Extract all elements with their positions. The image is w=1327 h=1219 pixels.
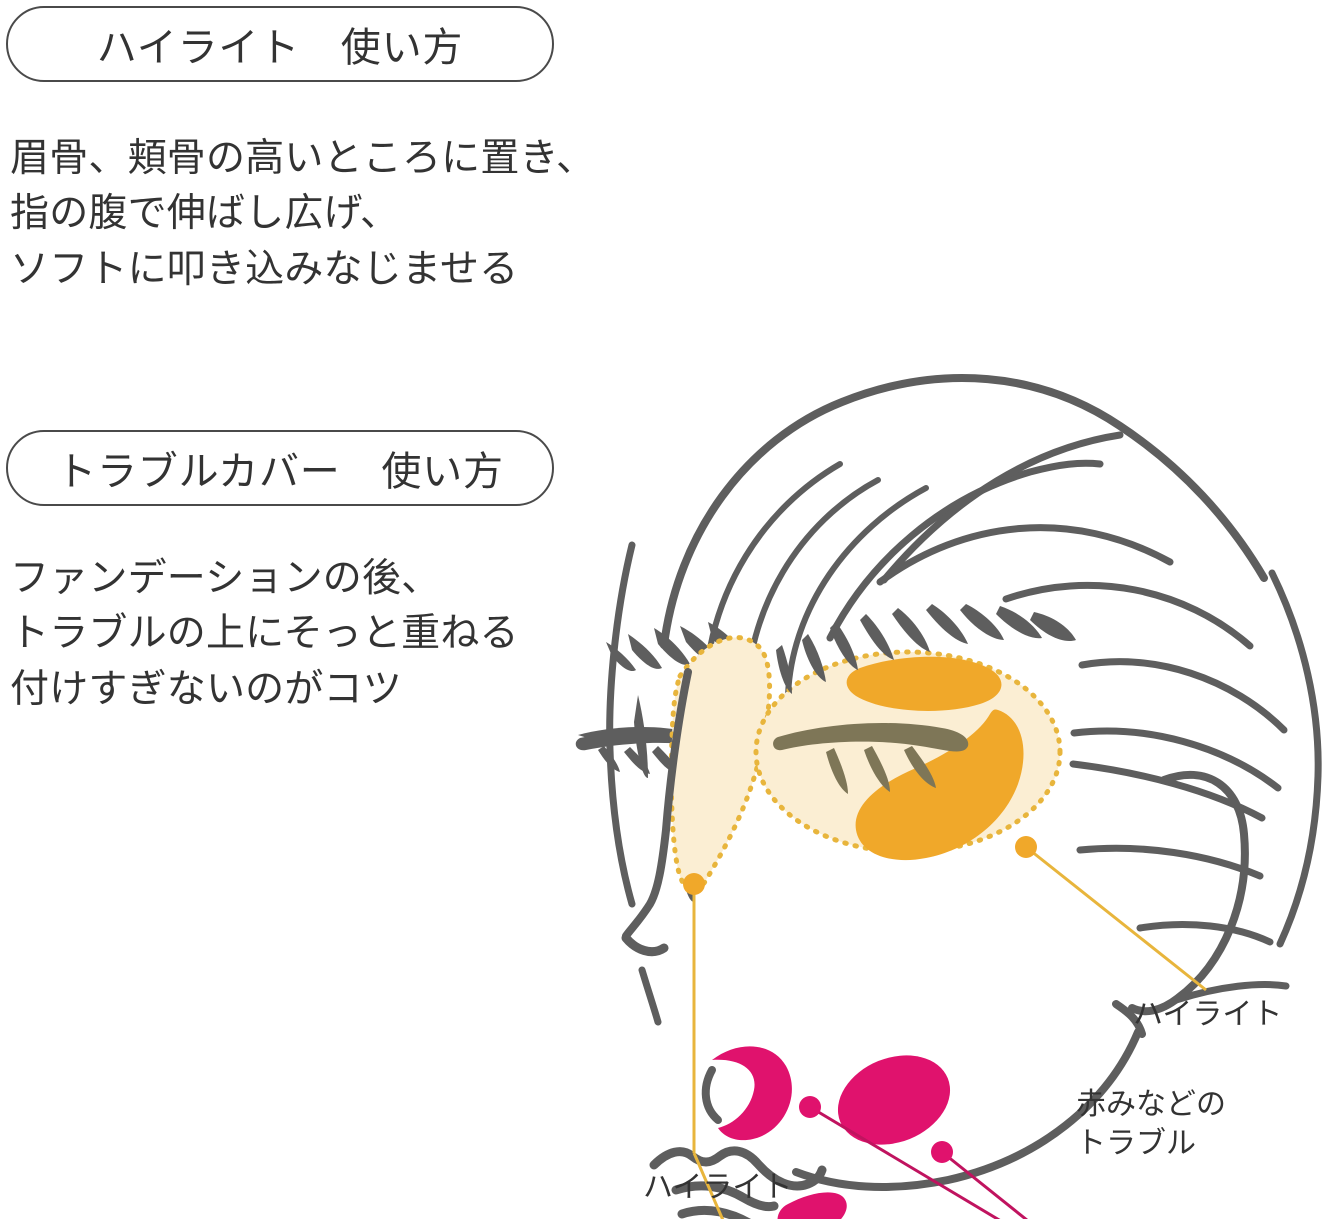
nose-tip	[621, 933, 669, 957]
trouble-spot-crescent-nose	[712, 1046, 792, 1141]
highlight-usage-text: 眉骨、頬骨の高いところに置き、 指の腹で伸ばし広げ、 ソフトに叩き込みなじませる	[10, 131, 595, 297]
hair-strand-5	[880, 431, 1124, 584]
trouble-spots-group	[712, 1046, 951, 1219]
hair-outline-top	[660, 374, 1268, 649]
brow-hair-tip-2	[628, 634, 662, 669]
hair-strand-11	[1076, 844, 1264, 880]
hair-strand-7	[1002, 581, 1254, 650]
leader-dot-trouble-oval	[931, 1141, 953, 1163]
right-brow-hair-2	[802, 634, 826, 682]
hair-strand-13	[1172, 981, 1290, 1004]
nose-side-crease	[701, 1066, 722, 1124]
trouble-cover-usage-text: ファンデーションの後、 トラブルの上にそっと重ねる 付けすぎないのがコツ	[10, 551, 519, 717]
instructions-column: ハイライト 使い方 眉骨、頬骨の高いところに置き、 指の腹で伸ばし広げ、 ソフト…	[0, 0, 620, 1219]
nose-group	[621, 668, 692, 1026]
ear-outline	[1128, 770, 1249, 1016]
right-brow-hair-4	[860, 614, 894, 660]
right-brow-hair-3	[830, 622, 858, 670]
lower-lip	[677, 1205, 751, 1219]
trouble-cover-usage-line-1: ファンデーションの後、	[10, 557, 441, 600]
nose-bridge	[622, 668, 692, 940]
hair-strand-3	[785, 485, 929, 698]
right-eye-lash-line	[773, 722, 969, 752]
face-left-contour	[606, 541, 636, 908]
badge-trouble-cover-usage-label: トラブルカバー 使い方	[56, 450, 504, 494]
nose-crease-group	[701, 1066, 722, 1124]
highlight-usage-line-1: 眉骨、頬骨の高いところに置き、	[10, 137, 596, 180]
callout-label-highlight-cheek: ハイライト	[1133, 998, 1283, 1031]
right-brow-hair-8	[996, 606, 1042, 639]
hair-strand-12	[1136, 921, 1274, 946]
upper-lip	[649, 1146, 827, 1191]
trouble-cover-usage-line-3: 付けすぎないのがコツ	[10, 667, 402, 711]
right-eye-lash-1	[826, 748, 848, 794]
leader-highlight-chin	[692, 1152, 725, 1219]
mouth-group	[649, 1146, 827, 1219]
left-eye-lash-2	[624, 747, 650, 774]
leader-highlight-cheek	[1025, 845, 1207, 992]
badge-highlight-usage-label: ハイライト 使い方	[96, 26, 464, 70]
head-and-hair-group	[606, 374, 1322, 1191]
callout-label-trouble-line-1: 赤みなどの	[1076, 1088, 1226, 1121]
trouble-cover-usage-line-2: トラブルの上にそっと重ねる	[10, 612, 519, 656]
callout-label-highlight-chin: ハイライト	[643, 1171, 793, 1204]
callout-label-trouble: 赤みなどの トラブル	[1076, 1085, 1226, 1163]
right-brow-hair-6	[926, 604, 968, 644]
leader-dot-trouble-crescent	[799, 1096, 821, 1118]
right-brow-hair-1	[776, 645, 792, 694]
right-eye-group	[773, 722, 969, 794]
highlight-usage-line-3: ソフトに叩き込みなじませる	[10, 247, 519, 291]
cheek-highlight-blob-lower	[855, 709, 1024, 861]
trouble-spot-mouth-corner	[777, 1192, 847, 1219]
highlight-usage-line-2: 指の腹で伸ばし広げ、	[10, 192, 400, 236]
hair-strand-6	[876, 524, 1174, 586]
trouble-spot-cheek-oval	[837, 1055, 951, 1145]
callout-label-trouble-line-2: トラブル	[1076, 1127, 1196, 1160]
left-eye-lash-1	[598, 746, 620, 772]
face-illustration-svg	[575, 374, 1322, 1219]
lip-line	[671, 1181, 779, 1212]
leader-dot-highlight-cheek	[1015, 836, 1037, 858]
leader-dot-highlight-nose	[683, 873, 705, 895]
hair-strand-9	[1070, 727, 1282, 792]
right-eye-lash-3	[904, 746, 936, 788]
leader-trouble-crescent	[809, 1105, 1001, 1219]
nostril	[638, 966, 662, 1026]
brow-hair-tip-1	[606, 642, 636, 672]
badge-highlight-usage: ハイライト 使い方	[6, 6, 554, 82]
badge-trouble-cover-usage: トラブルカバー 使い方	[6, 430, 554, 506]
right-eye-lash-2	[864, 746, 890, 792]
brow-hair-tip-3	[654, 628, 690, 665]
head-right-contour	[1268, 569, 1322, 948]
jawline	[792, 1028, 1142, 1191]
hair-strand-8	[1078, 658, 1288, 734]
hair-strand-10	[1069, 760, 1266, 822]
right-brow-hair-7	[960, 604, 1004, 640]
cheek-highlight-blob-upper	[846, 656, 1002, 711]
face-illustration	[560, 190, 1327, 1219]
right-brow-group	[776, 604, 1076, 694]
right-brow-hair-9	[1030, 612, 1076, 642]
right-brow-hair-5	[892, 608, 930, 652]
